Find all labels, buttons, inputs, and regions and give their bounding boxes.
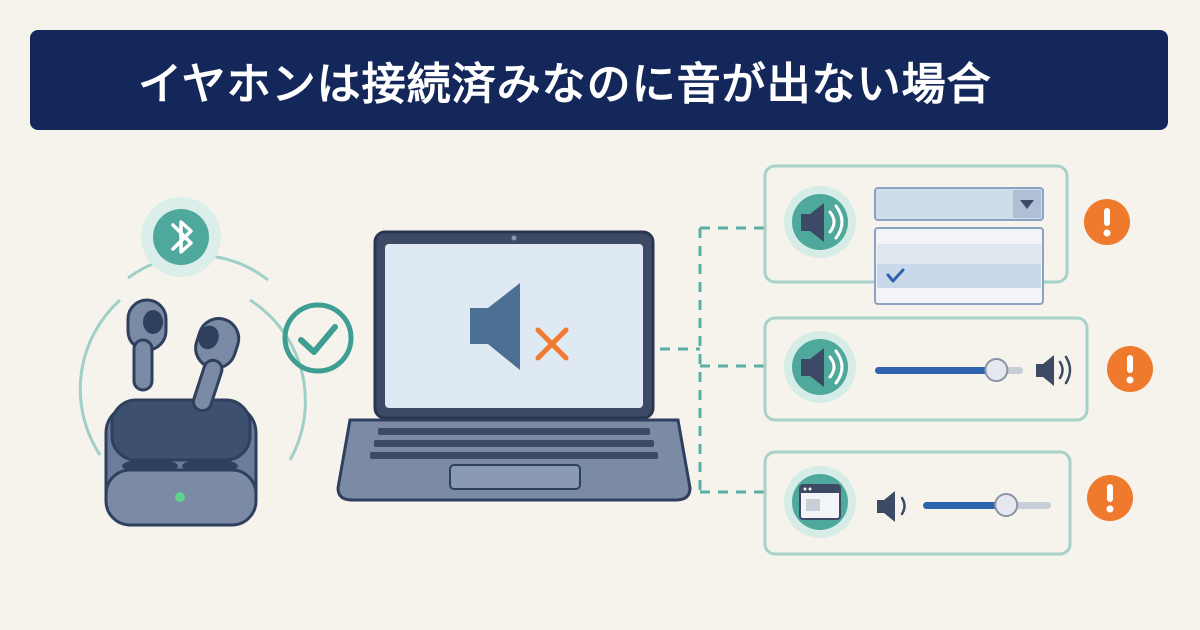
- output-device-options: [874, 227, 1044, 305]
- earbud-left: [126, 298, 168, 392]
- slider-thumb[interactable]: [984, 358, 1009, 382]
- dropdown-option-1[interactable]: [877, 244, 1041, 264]
- panel-output-device: [763, 164, 1130, 305]
- arc-left: [78, 298, 122, 456]
- app-volume-slider[interactable]: [923, 493, 1051, 517]
- title-banner: イヤホンは接続済みなのに音が出ない場合: [30, 30, 1168, 130]
- speaker-icon: [784, 186, 856, 258]
- exclamation-icon: [1087, 475, 1133, 521]
- speaker-icon: [784, 331, 856, 403]
- slider-thumb[interactable]: [994, 493, 1019, 517]
- system-volume-slider[interactable]: [875, 358, 1023, 382]
- panel-app-volume: [763, 450, 1133, 556]
- exclamation-icon: [1107, 346, 1153, 392]
- exclamation-icon: [1084, 199, 1130, 245]
- checkmark-icon: [886, 268, 905, 283]
- dropdown-option-2[interactable]: [877, 264, 1041, 288]
- charging-case: [104, 398, 258, 527]
- output-device-select[interactable]: [874, 187, 1044, 221]
- bluetooth-icon: [141, 197, 221, 277]
- laptop-keyboard: [370, 428, 658, 459]
- panel-system-volume: [763, 316, 1153, 422]
- speaker-icon: [1036, 355, 1072, 386]
- slider-fill: [875, 367, 997, 374]
- speaker-icon: [877, 491, 906, 522]
- check-circle-icon: [282, 302, 354, 374]
- slider-fill: [923, 502, 1007, 509]
- chevron-down-icon: [1020, 200, 1034, 209]
- laptop: [336, 230, 692, 502]
- laptop-trackpad: [449, 464, 581, 490]
- earbuds-group: [78, 197, 354, 527]
- arc-right: [249, 298, 307, 461]
- speaker-muted-icon: [470, 283, 569, 370]
- connectors: [660, 226, 765, 494]
- page-title: イヤホンは接続済みなのに音が出ない場合: [138, 59, 992, 110]
- earbud-right: [191, 317, 241, 413]
- app-window-icon: [784, 466, 856, 538]
